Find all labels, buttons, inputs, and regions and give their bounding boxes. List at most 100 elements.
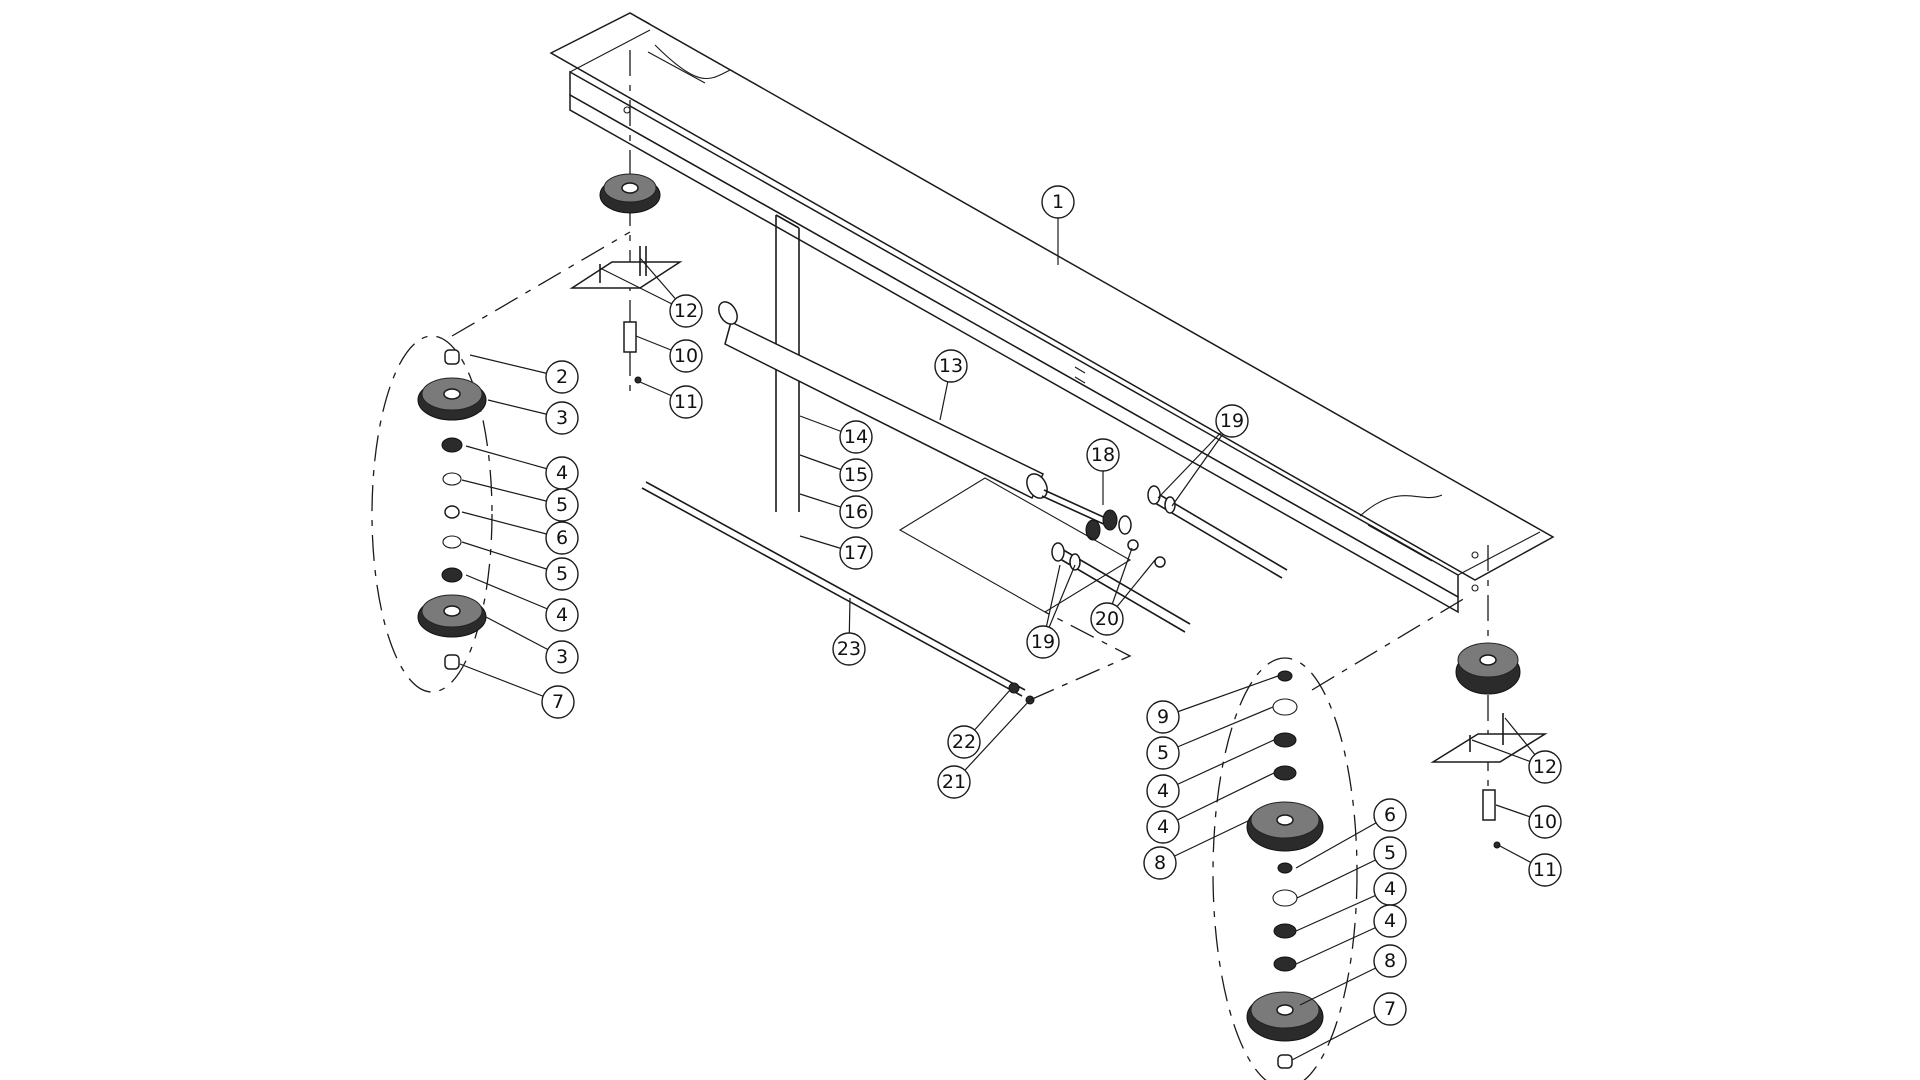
callout-balloon-10: 10 bbox=[635, 335, 703, 373]
callout-number: 14 bbox=[844, 426, 868, 448]
callout-number: 7 bbox=[1384, 998, 1396, 1020]
callout-balloon-4: 4 bbox=[1295, 872, 1407, 932]
callout-number: 7 bbox=[552, 691, 564, 713]
callout-balloon-6: 6 bbox=[461, 511, 579, 555]
callout-circle bbox=[1373, 836, 1407, 870]
callout-circle bbox=[545, 557, 579, 591]
callout-balloon-7: 7 bbox=[1291, 992, 1407, 1061]
callout-leader bbox=[1157, 420, 1233, 499]
callout-circle bbox=[545, 598, 579, 632]
callout-number: 15 bbox=[844, 464, 868, 486]
callout-circle bbox=[1090, 602, 1124, 636]
callout-circle bbox=[839, 536, 873, 570]
callout-balloon-8: 8 bbox=[1143, 819, 1251, 880]
callout-circle bbox=[545, 401, 579, 435]
callout-number: 13 bbox=[939, 355, 963, 377]
callout-leader bbox=[1295, 888, 1391, 932]
hydraulic-cylinder bbox=[718, 301, 1132, 613]
callout-circle bbox=[832, 632, 866, 666]
callout-circle bbox=[545, 521, 579, 555]
callout-number: 5 bbox=[1157, 742, 1169, 764]
callout-balloon-23: 23 bbox=[832, 597, 866, 666]
right-detail-ellipse bbox=[1212, 657, 1358, 1080]
callout-balloon-1: 1 bbox=[1041, 185, 1075, 265]
callout-balloon-3: 3 bbox=[487, 399, 579, 435]
callout-number: 17 bbox=[844, 542, 868, 564]
callout-leader bbox=[461, 479, 563, 506]
callout-number: 23 bbox=[837, 638, 861, 660]
callout-balloon-19: 19 bbox=[1171, 404, 1249, 507]
callout-number: 4 bbox=[556, 604, 568, 626]
callout-balloon-5: 5 bbox=[461, 541, 579, 591]
callout-number: 10 bbox=[1533, 811, 1557, 833]
callout-balloon-10: 10 bbox=[1495, 804, 1562, 839]
callout-balloons: 1234565437121011131415161718191920232221… bbox=[459, 185, 1562, 1061]
callout-circle bbox=[839, 458, 873, 492]
callout-number: 4 bbox=[1157, 780, 1169, 802]
callout-leader bbox=[1296, 852, 1391, 899]
callout-leader bbox=[1295, 814, 1391, 869]
callout-circle bbox=[669, 339, 703, 373]
callout-number: 4 bbox=[1384, 878, 1396, 900]
left-detail-ellipse bbox=[371, 335, 493, 693]
callout-balloon-21: 21 bbox=[937, 699, 1031, 799]
callout-circle bbox=[1146, 736, 1180, 770]
callout-number: 9 bbox=[1157, 706, 1169, 728]
callout-circle bbox=[1373, 798, 1407, 832]
callout-balloon-12: 12 bbox=[639, 257, 703, 328]
callout-leader bbox=[1171, 420, 1233, 507]
callout-balloon-18: 18 bbox=[1086, 438, 1120, 505]
callout-number: 4 bbox=[1157, 816, 1169, 838]
callout-circle bbox=[1528, 750, 1562, 784]
callout-balloon-5: 5 bbox=[1296, 836, 1407, 899]
callout-circle bbox=[934, 349, 968, 383]
callout-number: 4 bbox=[556, 462, 568, 484]
callout-balloon-2: 2 bbox=[469, 354, 579, 394]
callout-circle bbox=[1146, 810, 1180, 844]
callout-circle bbox=[545, 360, 579, 394]
callout-balloon-3: 3 bbox=[485, 616, 579, 674]
callout-circle bbox=[545, 640, 579, 674]
callout-number: 6 bbox=[1384, 804, 1396, 826]
callout-leader bbox=[459, 663, 559, 703]
callout-circle bbox=[669, 385, 703, 419]
callout-circle bbox=[1528, 853, 1562, 887]
callout-circle bbox=[1026, 625, 1060, 659]
callout-leader bbox=[1162, 706, 1274, 754]
callout-number: 1 bbox=[1052, 191, 1064, 213]
callout-leader bbox=[1295, 920, 1391, 965]
callout-circle bbox=[839, 495, 873, 529]
callout-number: 10 bbox=[674, 345, 698, 367]
cylinder-centerline bbox=[1029, 611, 1132, 701]
callout-circle bbox=[1041, 185, 1075, 219]
callout-number: 19 bbox=[1220, 410, 1244, 432]
callout-number: 3 bbox=[556, 646, 568, 668]
callout-balloon-9: 9 bbox=[1146, 675, 1279, 734]
callout-circle bbox=[541, 685, 575, 719]
callout-leader bbox=[1162, 772, 1275, 828]
callout-number: 20 bbox=[1095, 608, 1119, 630]
left-sheave-stack bbox=[417, 349, 487, 670]
callout-number: 2 bbox=[556, 366, 568, 388]
callout-circle bbox=[1215, 404, 1249, 438]
callout-circle bbox=[669, 294, 703, 328]
callout-balloon-22: 22 bbox=[947, 689, 1011, 759]
callout-balloon-11: 11 bbox=[1497, 844, 1562, 887]
callout-leader bbox=[461, 541, 563, 575]
callout-balloon-15: 15 bbox=[799, 454, 873, 492]
callout-circle bbox=[1373, 992, 1407, 1026]
callout-balloon-5: 5 bbox=[1146, 706, 1274, 770]
callout-balloon-16: 16 bbox=[799, 493, 873, 529]
callout-number: 5 bbox=[556, 563, 568, 585]
long-tie-rod bbox=[641, 481, 1035, 705]
callout-number: 19 bbox=[1031, 631, 1055, 653]
callout-balloon-4: 4 bbox=[465, 574, 579, 632]
callout-number: 22 bbox=[952, 731, 976, 753]
callout-circle bbox=[1086, 438, 1120, 472]
callout-balloon-7: 7 bbox=[459, 663, 575, 719]
callout-balloon-11: 11 bbox=[639, 381, 703, 419]
callout-balloon-4: 4 bbox=[1295, 904, 1407, 965]
callout-number: 11 bbox=[1533, 859, 1557, 881]
callout-number: 12 bbox=[1533, 756, 1557, 778]
